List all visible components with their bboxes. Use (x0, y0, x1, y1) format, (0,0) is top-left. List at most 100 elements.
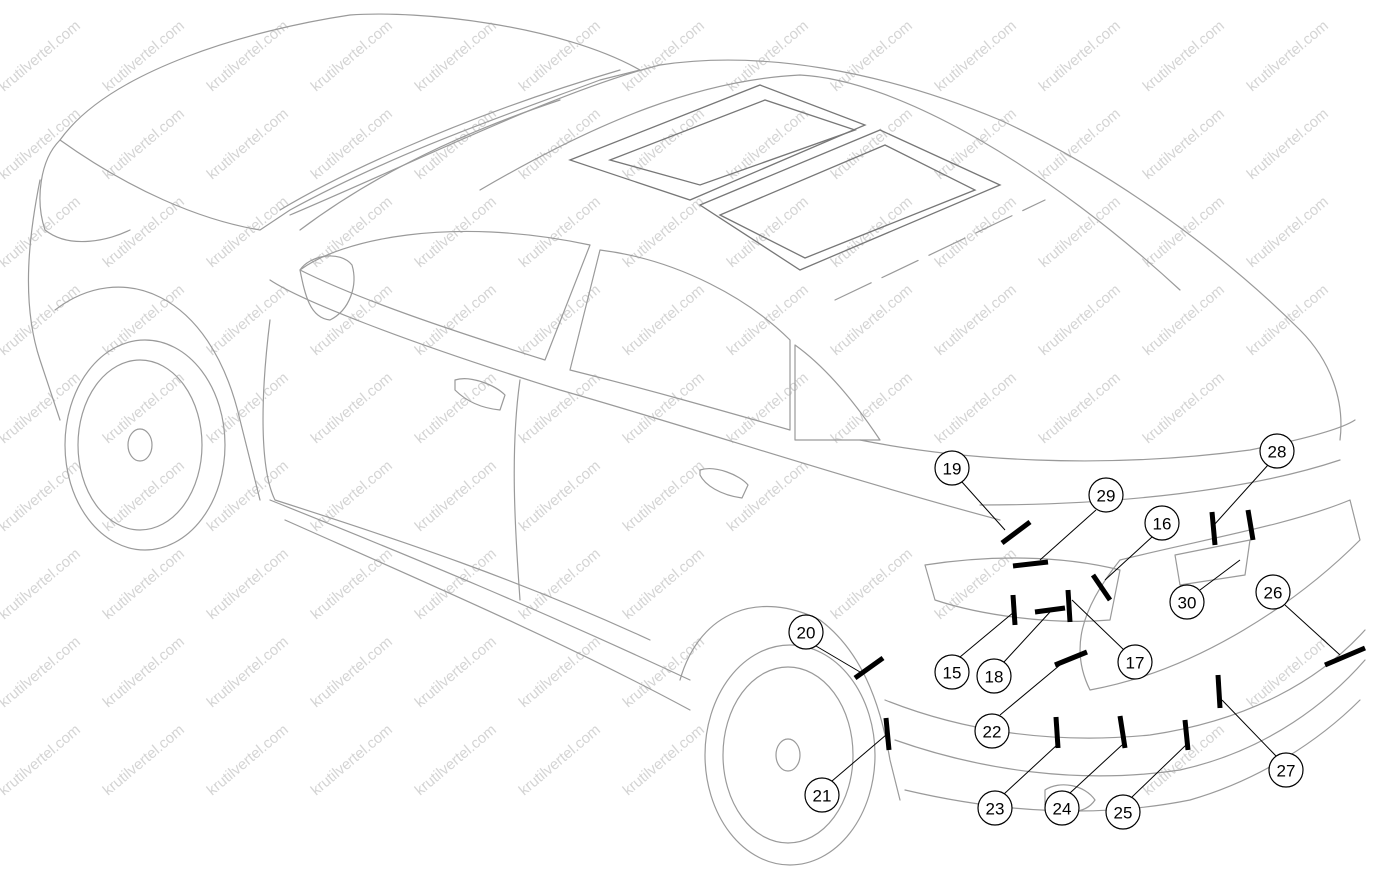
leader-line (1069, 744, 1123, 794)
clip-marker (1012, 559, 1049, 569)
leader-line (1039, 509, 1097, 561)
watermark-text: krutilvertel.com (0, 721, 84, 799)
watermark-text: krutilvertel.com (204, 633, 292, 711)
watermark-text: krutilvertel.com (204, 193, 292, 271)
callout-22: 22 (974, 713, 1010, 749)
watermark-text: krutilvertel.com (204, 457, 292, 535)
watermark-text: krutilvertel.com (828, 281, 916, 359)
callout-label: 21 (813, 787, 832, 806)
watermark-text: krutilvertel.com (1036, 17, 1124, 95)
watermark-text: krutilvertel.com (100, 369, 188, 447)
watermark-text: krutilvertel.com (308, 633, 396, 711)
watermark-text: krutilvertel.com (932, 369, 1020, 447)
leader-line (959, 611, 1015, 658)
watermark-text: krutilvertel.com (932, 281, 1020, 359)
watermark-text: krutilvertel.com (0, 17, 84, 95)
callout-26: 26 (1255, 574, 1291, 610)
clip-marker (1117, 715, 1128, 749)
leader-line (1284, 604, 1341, 656)
watermark-text: krutilvertel.com (1036, 193, 1124, 271)
callout-24: 24 (1044, 790, 1080, 826)
watermark-text: krutilvertel.com (516, 281, 604, 359)
callout-label: 24 (1053, 800, 1072, 819)
watermark-text: krutilvertel.com (308, 193, 396, 271)
watermark-text: krutilvertel.com (204, 545, 292, 623)
watermark-text: krutilvertel.com (0, 105, 84, 183)
callout-20: 20 (788, 614, 824, 650)
watermark-text: krutilvertel.com (620, 193, 708, 271)
watermark-text: krutilvertel.com (1140, 17, 1228, 95)
callouts: 15 16 17 18 19 20 21 22 23 24 25 26 27 2… (788, 433, 1304, 830)
watermark-text: krutilvertel.com (516, 105, 604, 183)
watermark-text: krutilvertel.com (100, 545, 188, 623)
callout-27: 27 (1268, 752, 1304, 788)
leader-line (1131, 744, 1187, 798)
clip-marker (1182, 719, 1191, 751)
leader-line (1071, 599, 1125, 651)
watermark-text: krutilvertel.com (724, 369, 812, 447)
watermark-text: krutilvertel.com (412, 105, 500, 183)
callout-label: 18 (985, 668, 1004, 687)
watermark-text: krutilvertel.com (204, 281, 292, 359)
leader-line (1104, 536, 1153, 581)
clip-marker (883, 717, 892, 751)
watermark-text: krutilvertel.com (204, 369, 292, 447)
leader-line (1199, 559, 1241, 591)
watermark-text: krutilvertel.com (412, 545, 500, 623)
callout-30: 30 (1169, 584, 1205, 620)
car-line-art (27, 13, 1366, 866)
watermark-text: krutilvertel.com (1244, 633, 1332, 711)
watermark-text: krutilvertel.com (620, 545, 708, 623)
watermark-text: krutilvertel.com (100, 105, 188, 183)
callout-23: 23 (977, 790, 1013, 826)
watermark-text: krutilvertel.com (1244, 193, 1332, 271)
leader-line (1221, 699, 1277, 757)
watermark-text: krutilvertel.com (620, 105, 708, 183)
watermark-text: krutilvertel.com (0, 457, 84, 535)
watermark-text: krutilvertel.com (0, 545, 84, 623)
watermark-text: krutilvertel.com (412, 633, 500, 711)
clip-marker (1000, 520, 1032, 545)
callout-19: 19 (934, 450, 970, 486)
watermark-text: krutilvertel.com (412, 17, 500, 95)
leader-line (961, 481, 1006, 531)
watermark-text: krutilvertel.com (516, 457, 604, 535)
callout-18: 18 (976, 658, 1012, 694)
watermark-text: krutilvertel.com (308, 17, 396, 95)
watermark-text: krutilvertel.com (828, 17, 916, 95)
callout-label: 20 (797, 624, 816, 643)
leader-line (1213, 464, 1269, 526)
clip-marker (853, 655, 885, 681)
watermark-text: krutilvertel.com (1244, 281, 1332, 359)
watermark-text: krutilvertel.com (100, 721, 188, 799)
watermark-text: krutilvertel.com (1140, 105, 1228, 183)
watermark-text: krutilvertel.com (828, 105, 916, 183)
callout-15: 15 (934, 654, 970, 690)
watermark-text: krutilvertel.com (308, 721, 396, 799)
watermark-text: krutilvertel.com (0, 369, 84, 447)
callout-21: 21 (804, 777, 840, 813)
watermark-text: krutilvertel.com (0, 633, 84, 711)
clip-marker (1010, 594, 1018, 626)
watermark-text: krutilvertel.com (516, 193, 604, 271)
watermark-text: krutilvertel.com (308, 457, 396, 535)
callout-29: 29 (1088, 477, 1124, 513)
callout-label: 22 (983, 723, 1002, 742)
leader-line (1003, 744, 1058, 795)
watermark-text: krutilvertel.com (516, 633, 604, 711)
watermark-text: krutilvertel.com (828, 193, 916, 271)
clip-markers (853, 509, 1366, 751)
callout-label: 17 (1126, 654, 1145, 673)
callout-label: 27 (1277, 762, 1296, 781)
callout-17: 17 (1117, 644, 1153, 680)
callout-label: 26 (1264, 584, 1283, 603)
watermark-text: krutilvertel.com (1036, 369, 1124, 447)
watermark-text: krutilvertel.com (516, 721, 604, 799)
clip-marker (1324, 645, 1366, 668)
leader-line (831, 734, 887, 782)
watermark-text: krutilvertel.com (724, 193, 812, 271)
watermark-text: krutilvertel.com (0, 193, 84, 271)
clip-marker (1215, 674, 1223, 709)
